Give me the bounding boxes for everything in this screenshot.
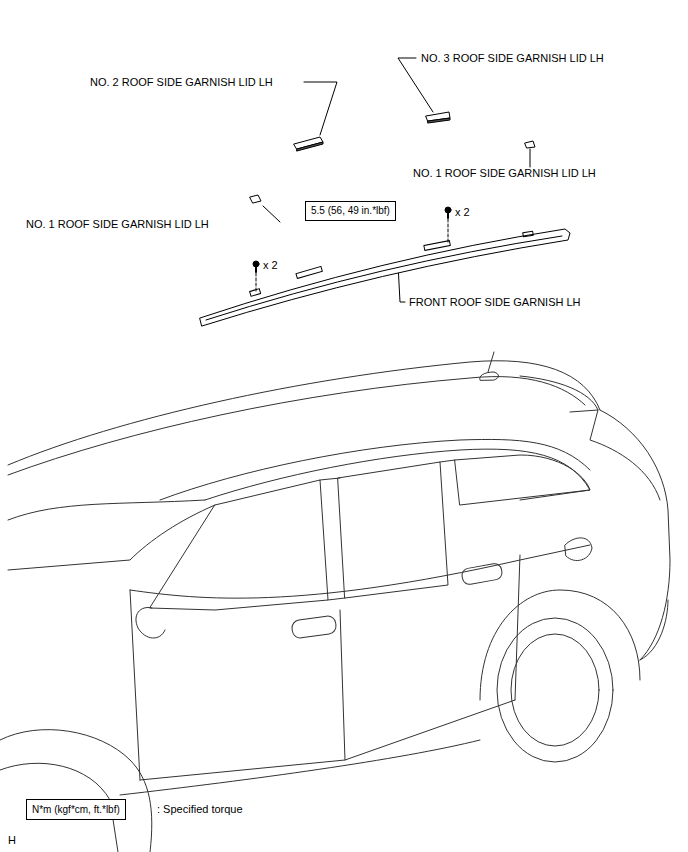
part-name: NO. 1 ROOF SIDE GARNISH LID LH — [413, 167, 596, 180]
box-text: N*m (kgf*cm, ft.*lbf) — [32, 804, 120, 816]
box-text: 5.5 (56, 49 in.*lbf) — [311, 205, 390, 217]
car — [0, 352, 670, 852]
legend-text: : Specified torque — [157, 803, 243, 816]
part-name: FRONT ROOF SIDE GARNISH LH — [409, 296, 581, 309]
part-name: NO. 1 ROOF SIDE GARNISH LID LH — [26, 218, 209, 231]
quantity: x 2 — [455, 206, 470, 219]
figure-code: H — [8, 834, 16, 847]
torque-box: 5.5 (56, 49 in.*lbf) — [305, 201, 396, 221]
lids — [250, 112, 535, 203]
garnish — [200, 229, 570, 326]
part-name: NO. 2 ROOF SIDE GARNISH LID LH — [90, 76, 273, 89]
part-name: NO. 3 ROOF SIDE GARNISH LID LH — [421, 52, 604, 65]
legend-box: N*m (kgf*cm, ft.*lbf) — [26, 799, 126, 820]
quantity: x 2 — [263, 259, 278, 272]
